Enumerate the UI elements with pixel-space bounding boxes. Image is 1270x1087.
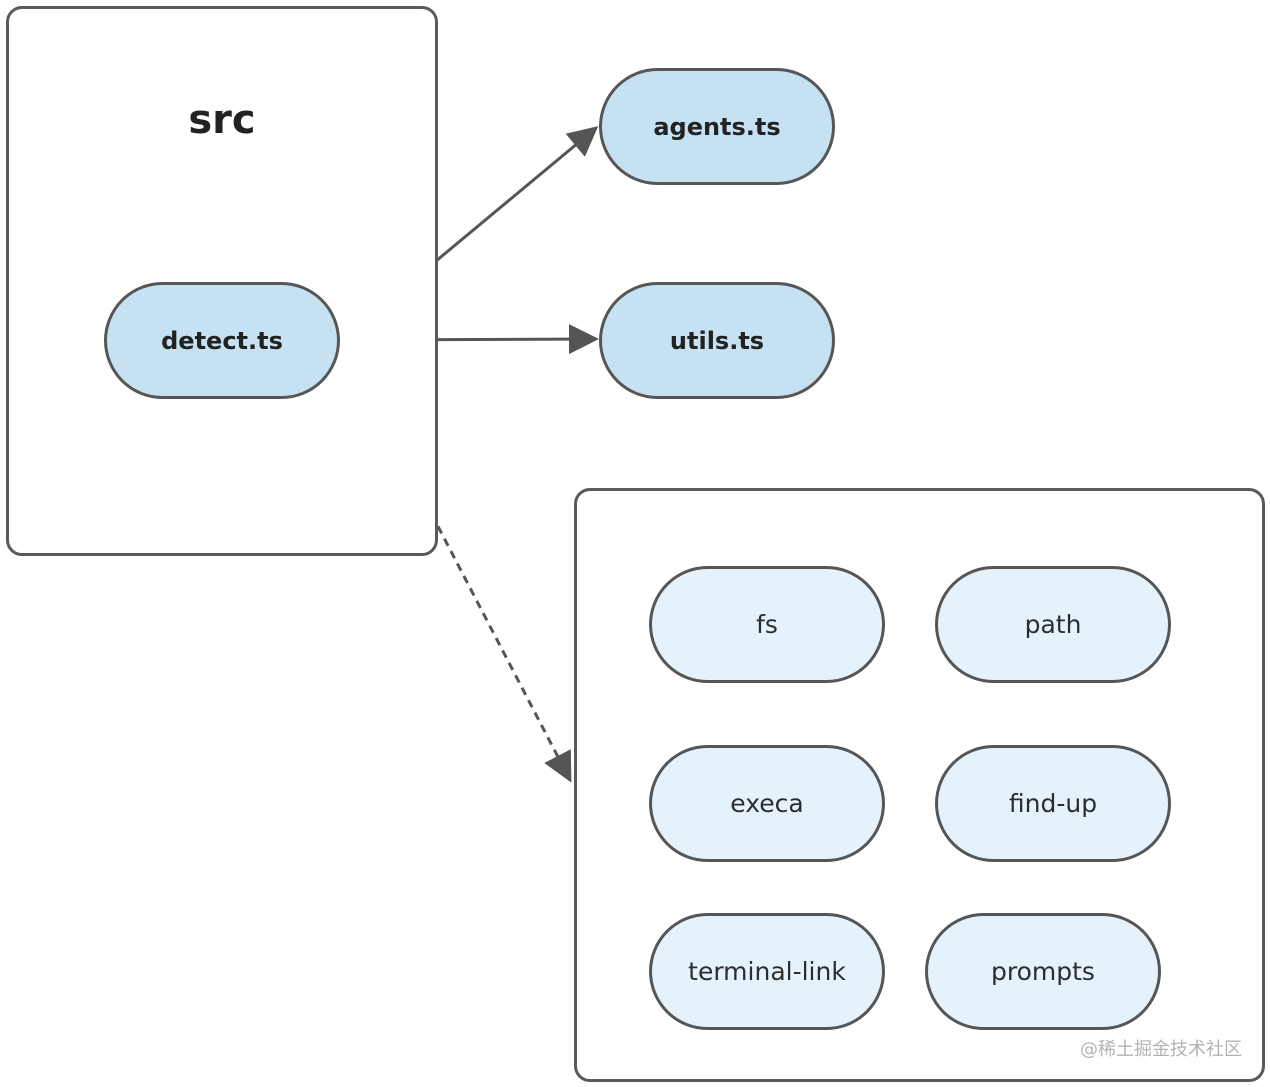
node-agents-ts-label: agents.ts [653,112,781,141]
node-prompts-label: prompts [991,957,1095,986]
node-path: path [935,566,1171,683]
node-fs: fs [649,566,885,683]
node-execa: execa [649,745,885,862]
src-group-title: src [188,97,256,143]
node-detect-ts-label: detect.ts [161,326,283,355]
node-find-up-label: find-up [1008,789,1098,818]
node-agents-ts: agents.ts [599,68,835,185]
node-prompts: prompts [925,913,1161,1030]
watermark: @稀土掘金技术社区 [1080,1039,1242,1060]
node-path-label: path [1024,610,1082,639]
node-utils-ts: utils.ts [599,282,835,399]
node-detect-ts: detect.ts [104,282,340,399]
node-find-up: find-up [935,745,1171,862]
node-execa-label: execa [730,789,804,818]
src-group: src [6,6,438,556]
node-terminal-link-label: terminal-link [688,957,846,986]
node-fs-label: fs [756,610,778,639]
node-utils-ts-label: utils.ts [669,326,765,355]
node-terminal-link: terminal-link [649,913,885,1030]
